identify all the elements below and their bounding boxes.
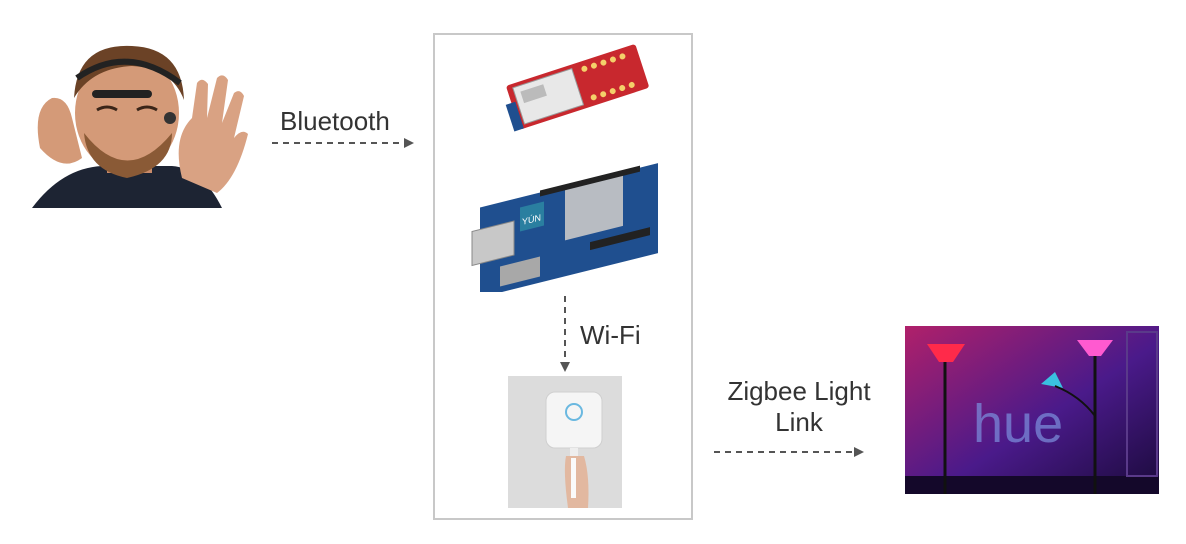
arduino-yun-board-image: YÚN (471, 163, 658, 292)
bluetooth-arrow (272, 138, 414, 148)
person-eeg-headset-image (22, 38, 252, 208)
zigbee-arrow (714, 447, 864, 457)
hue-logo-text: hue (973, 394, 1063, 454)
wifi-label: Wi-Fi (580, 320, 641, 350)
wifi-arrow (560, 296, 570, 372)
hardware-group-box (433, 33, 693, 520)
arduino-logo-text: YÚN (522, 212, 541, 227)
zigbee-light-link-label: Zigbee Light Link (727, 376, 871, 438)
hue-bridge-image (508, 376, 622, 508)
bluetooth-label: Bluetooth (280, 106, 390, 136)
hue-lamps-image: hue (905, 326, 1159, 494)
bluetooth-module-image (505, 44, 649, 132)
